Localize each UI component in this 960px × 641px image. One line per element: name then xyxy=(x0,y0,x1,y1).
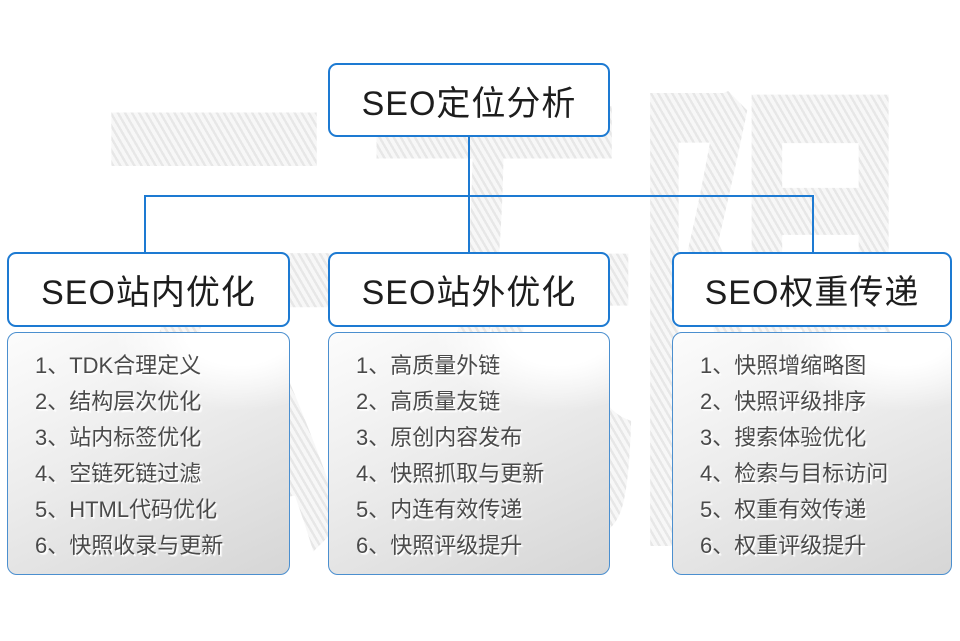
branch-onsite-panel: 1、TDK合理定义 2、结构层次优化 3、站内标签优化 4、空链死链过滤 5、H… xyxy=(7,332,290,575)
root-node: SEO定位分析 xyxy=(328,63,610,137)
connector-root-stem xyxy=(468,136,470,196)
list-item: 2、高质量友链 xyxy=(356,389,501,414)
connector-drop-center xyxy=(468,196,470,253)
list-item: 4、检索与目标访问 xyxy=(700,461,889,486)
branch-weight-panel: 1、快照增缩略图 2、快照评级排序 3、搜索体验优化 4、检索与目标访问 5、权… xyxy=(672,332,952,575)
branch-offsite-node: SEO站外优化 xyxy=(328,252,610,327)
list-item: 5、HTML代码优化 xyxy=(35,497,218,522)
list-item: 6、权重评级提升 xyxy=(700,533,867,558)
list-item: 1、高质量外链 xyxy=(356,353,501,378)
branch-onsite-node: SEO站内优化 xyxy=(7,252,290,327)
list-item: 3、站内标签优化 xyxy=(35,425,202,450)
list-item: 3、原创内容发布 xyxy=(356,425,523,450)
list-item: 5、内连有效传递 xyxy=(356,497,523,522)
branch-weight-node: SEO权重传递 xyxy=(672,252,952,327)
branch-offsite-label: SEO站外优化 xyxy=(361,274,577,312)
list-item: 2、结构层次优化 xyxy=(35,389,202,414)
list-item: 4、快照抓取与更新 xyxy=(356,461,545,486)
connector-rail xyxy=(144,195,814,197)
connector-drop-left xyxy=(144,196,146,253)
connector-drop-right xyxy=(812,196,814,253)
list-item: 3、搜索体验优化 xyxy=(700,425,867,450)
list-item: 6、快照收录与更新 xyxy=(35,533,224,558)
list-item: 4、空链死链过滤 xyxy=(35,461,202,486)
list-item: 2、快照评级排序 xyxy=(700,389,867,414)
branch-weight-label: SEO权重传递 xyxy=(704,274,920,312)
list-item: 1、快照增缩略图 xyxy=(700,353,867,378)
list-item: 5、权重有效传递 xyxy=(700,497,867,522)
branch-onsite-label: SEO站内优化 xyxy=(41,274,256,312)
list-item: 6、快照评级提升 xyxy=(356,533,523,558)
branch-offsite-panel: 1、高质量外链 2、高质量友链 3、原创内容发布 4、快照抓取与更新 5、内连有… xyxy=(328,332,610,575)
root-node-label: SEO定位分析 xyxy=(361,84,577,123)
list-item: 1、TDK合理定义 xyxy=(35,353,202,378)
